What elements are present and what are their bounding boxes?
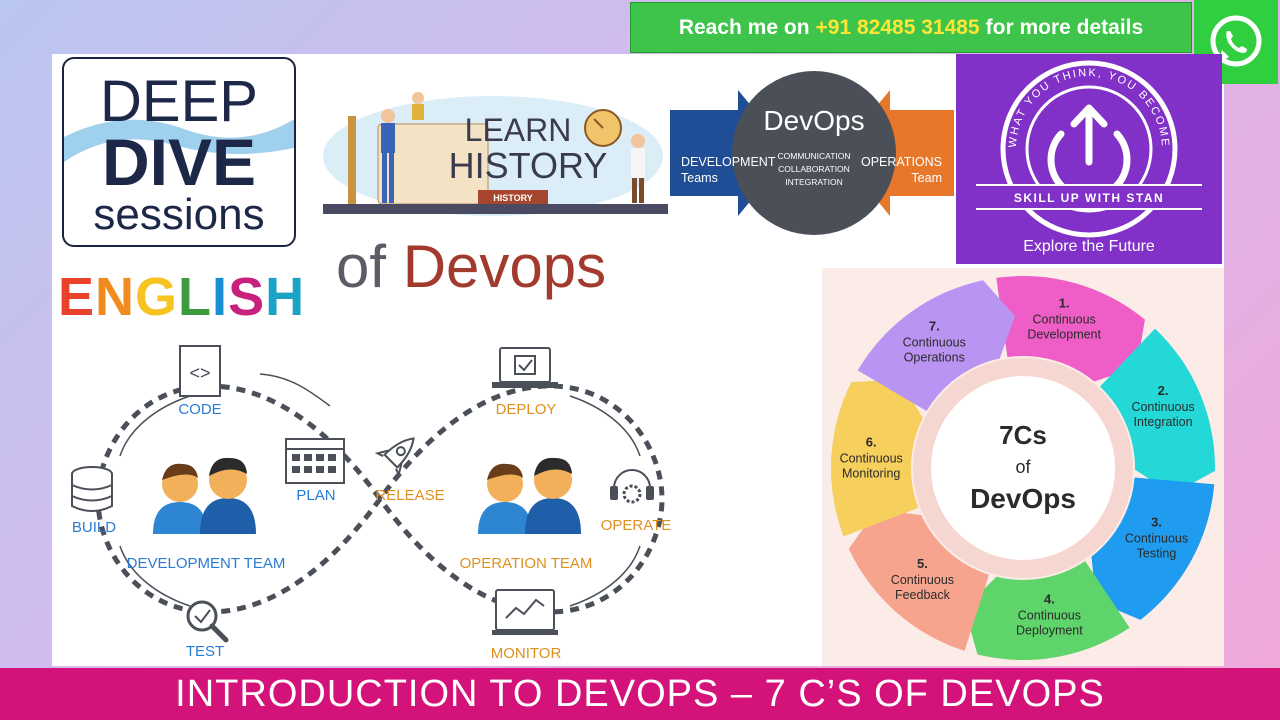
logo-dive: DIVE (101, 125, 257, 199)
language-letter: E (58, 267, 96, 327)
cycle-segment-l2: Monitoring (842, 466, 900, 480)
skill-up-logo: WHAT YOU THINK, YOU BECOME SKILL UP WITH… (956, 54, 1222, 264)
cycle-segment-l2: Feedback (895, 588, 951, 602)
title-banner: INTRODUCTION TO DEVOPS – 7 C’S OF DEVOPS (0, 668, 1280, 720)
cycle-segment-l1: Continuous (840, 451, 903, 465)
database-icon (71, 466, 113, 512)
skill-emblem: WHAT YOU THINK, YOU BECOME SKILL UP WITH… (976, 60, 1202, 238)
page-title: of Devops (336, 232, 606, 301)
operations-sub: Team (911, 171, 942, 185)
cycle-segment-l2: Development (1027, 328, 1101, 342)
team-icon (478, 457, 581, 534)
cycle-segment-l2: Integration (1134, 415, 1193, 429)
cycle-segment (848, 509, 989, 651)
cycle-segment-num: 3. (1151, 515, 1162, 530)
devops-center-title: DevOps (763, 105, 864, 136)
operate-label: OPERATE (601, 517, 672, 534)
cycle-center-devops: DevOps (970, 483, 1076, 514)
contact-banner: Reach me on +91 82485 31485 for more det… (630, 2, 1192, 53)
development-label: DEVELOPMENT (681, 155, 776, 169)
cycle-segment-num: 4. (1044, 592, 1055, 607)
cycle-segment-l1: Continuous (1131, 400, 1194, 414)
code-icon: <> (179, 345, 221, 397)
plan-label: PLAN (296, 487, 335, 504)
history-text: HISTORY (449, 145, 608, 186)
contact-phone: +91 82485 31485 (815, 15, 980, 39)
skill-tagline: Explore the Future (1023, 238, 1155, 255)
cycle-segment-l2: Deployment (1016, 624, 1083, 638)
skill-ribbon-text: SKILL UP WITH STAN (1014, 191, 1164, 205)
development-team-label: DEVELOPMENT TEAM (127, 555, 286, 572)
svg-text:<>: <> (189, 363, 210, 383)
cycle-segment-l1: Continuous (903, 336, 966, 350)
deploy-label: DEPLOY (496, 401, 557, 418)
cycle-center-title: 7Cs (999, 420, 1047, 450)
magnifier-icon (186, 600, 229, 643)
book-label: HISTORY (493, 193, 533, 203)
cycle-segment-num: 1. (1059, 296, 1070, 311)
cycle-segment (857, 280, 1016, 412)
code-label: CODE (178, 401, 221, 418)
devops-infinity-loop: <> CODE PLAN BUILD TEST RELEASE DEPLOY (71, 345, 672, 662)
development-sub: Teams (681, 171, 718, 185)
title-devops: Devops (402, 233, 607, 300)
cycle-segment-num: 5. (917, 556, 928, 571)
language-letter: N (95, 267, 136, 327)
cycle-segment-l2: Operations (904, 351, 965, 365)
test-label: TEST (186, 643, 224, 660)
cycle-center-of: of (1015, 457, 1031, 477)
language-letter: L (178, 267, 213, 327)
cycle-segment-num: 7. (929, 319, 940, 334)
logo-deep: DEEP (100, 69, 258, 134)
cycle-segment-num: 6. (866, 434, 877, 449)
language-letter: G (135, 267, 179, 327)
learn-text: LEARN (465, 112, 572, 148)
cycle-segment (1091, 477, 1215, 620)
headset-gear-icon (610, 469, 654, 504)
cycle-segment (1099, 328, 1215, 495)
contact-suffix: for more details (985, 15, 1144, 39)
cycle-segment-l1: Continuous (1018, 609, 1081, 623)
devops-line-2: COLLABORATION (778, 164, 850, 174)
cycle-segment (996, 276, 1145, 382)
devops-line-3: INTEGRATION (785, 177, 842, 187)
cycle-segment-num: 2. (1158, 383, 1169, 398)
rocket-icon (374, 437, 415, 478)
laptop-check-icon (492, 347, 558, 388)
operations-label: OPERATIONS (861, 155, 942, 169)
monitor-chart-icon (492, 589, 558, 635)
language-letter: S (228, 267, 266, 327)
calendar-icon (285, 438, 345, 484)
language-letter: I (212, 267, 229, 327)
cycle-segment-l1: Continuous (1033, 313, 1096, 327)
title-of: of (336, 233, 387, 300)
deep-dive-logo: DEEP DIVE sessions (62, 57, 296, 247)
cycle-segment (964, 561, 1130, 660)
team-icon (153, 457, 256, 534)
learn-history-illustration: HISTORY LEARN HISTORY (323, 92, 668, 216)
devops-collaboration-diagram: DevOps COMMUNICATION COLLABORATION INTEG… (670, 71, 954, 235)
language-letter: H (265, 267, 306, 327)
language-label: ENGLISH (58, 266, 305, 328)
wave-decoration (64, 119, 294, 162)
cycle-segment-l1: Continuous (1125, 532, 1188, 546)
logo-sessions: sessions (93, 190, 265, 239)
contact-prefix: Reach me on (678, 15, 810, 39)
release-label: RELEASE (375, 487, 444, 504)
devops-line-1: COMMUNICATION (777, 151, 850, 161)
cycle-segment (831, 379, 923, 537)
operation-team-label: OPERATION TEAM (460, 555, 593, 572)
cycle-segment-l2: Testing (1137, 547, 1177, 561)
monitor-label: MONITOR (491, 645, 562, 662)
cycle-segment-l1: Continuous (891, 573, 954, 587)
build-label: BUILD (72, 519, 116, 536)
